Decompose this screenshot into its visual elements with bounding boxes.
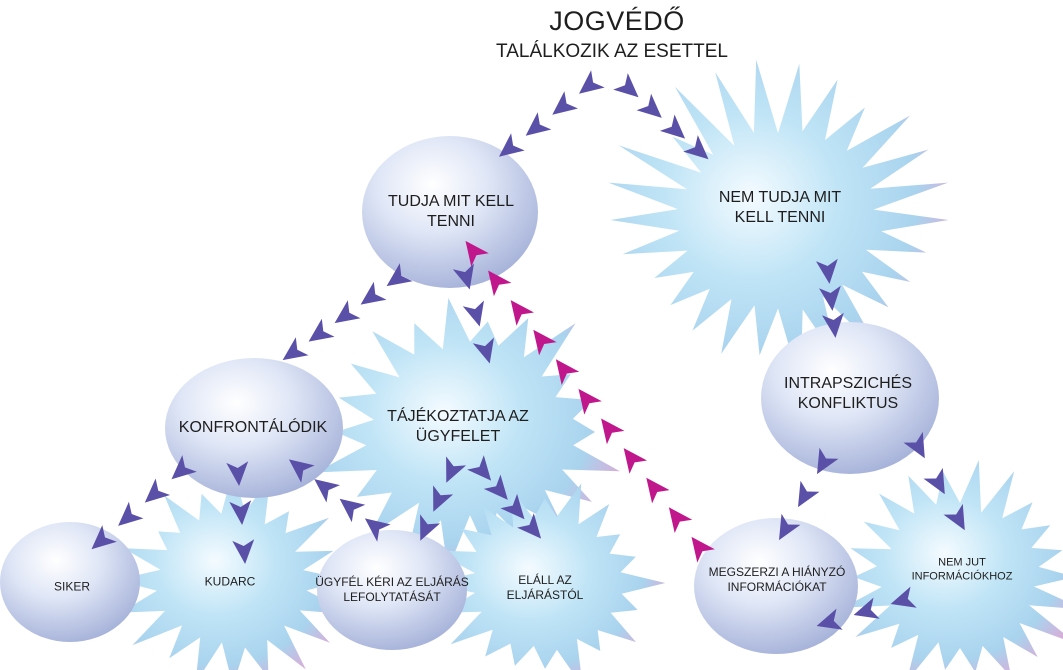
- arrow-title-to-tudja-chevron-3: [499, 133, 525, 157]
- arrow-megszerzi-to-tudja-chevron-6: [555, 359, 580, 385]
- arrow-title-to-nemtudja-chevron-3: [683, 135, 709, 160]
- arrow-tajekoztatja-to-elall-chevron-0: [467, 455, 492, 481]
- arrow-intrapszichés-to-megszerzi-chevron-1: [798, 480, 820, 508]
- arrow-konfrontalodik-to-siker-chevron-1: [144, 478, 171, 503]
- arrow-tudja-to-tajekoztatja-chevron-0: [452, 263, 474, 290]
- arrow-ugyfel-keri-to-konfrontalodik-chevron-0: [364, 518, 391, 542]
- arrow-megszerzi-to-tudja-chevron-8: [510, 300, 534, 326]
- arrow-nemtudja-to-intrapszichés-chevron-2: [822, 312, 844, 338]
- arrow-title-to-nemtudja-chevron-1: [636, 93, 662, 118]
- arrow-megszerzi-to-tudja-chevron-7: [533, 329, 557, 356]
- arrow-ugyfel-keri-to-konfrontalodik-chevron-1: [339, 498, 366, 523]
- arrow-title-to-nemtudja-chevron-0: [613, 73, 639, 98]
- arrow-konfrontalodik-to-siker-chevron-3: [91, 525, 117, 550]
- arrow-tudja-to-konfrontalodik-chevron-3: [308, 318, 335, 342]
- arrow-tajekoztatja-to-elall-chevron-2: [500, 493, 525, 520]
- arrow-intrapszichés-to-nem-jut-chevron-0: [903, 431, 925, 459]
- arrow-nemtudja-to-intrapszichés-chevron-0: [816, 258, 838, 284]
- arrow-nemtudja-to-intrapszichés-chevron-1: [819, 285, 841, 311]
- arrow-konfrontalodik-to-siker-chevron-2: [118, 501, 144, 526]
- arrow-konfrontalodik-to-kudarc-chevron-1: [229, 500, 252, 525]
- arrow-tajekoztatja-to-ugyfel-keri-chevron-2: [420, 514, 441, 541]
- node-tudja-shape: [362, 136, 538, 288]
- arrow-tajekoztatja-to-elall-chevron-3: [517, 513, 542, 539]
- arrow-tudja-to-tajekoztatja-chevron-1: [462, 300, 484, 327]
- node-megszerzi-shape: [694, 518, 858, 654]
- arrow-tajekoztatja-to-ugyfel-keri-chevron-0: [446, 456, 467, 483]
- arrow-megszerzi-to-tudja-chevron-9: [488, 270, 512, 297]
- node-siker-shape: [0, 522, 140, 642]
- arrow-intrapszichés-to-nem-jut-chevron-1: [923, 467, 945, 495]
- arrow-megszerzi-to-tudja-chevron-1: [668, 507, 693, 533]
- arrow-konfrontalodik-to-siker-chevron-0: [171, 455, 197, 480]
- arrow-intrapszichés-to-megszerzi-chevron-0: [817, 447, 839, 475]
- arrow-title-to-tudja-chevron-2: [525, 112, 552, 136]
- arrow-title-to-tudja-chevron-0: [579, 70, 605, 94]
- arrow-title-to-nemtudja-chevron-2: [659, 114, 686, 139]
- arrow-ugyfel-keri-to-konfrontalodik-chevron-2: [314, 479, 340, 503]
- node-elall-shape: [430, 483, 666, 670]
- node-intrapszichés-shape: [761, 322, 939, 474]
- arrow-megszerzi-to-tudja-chevron-0: [691, 536, 715, 563]
- arrow-intrapszichés-to-megszerzi-chevron-2: [779, 513, 801, 541]
- arrow-intrapszichés-to-nem-jut-chevron-2: [943, 503, 965, 531]
- arrow-megszerzi-to-tudja-chevron-10: [465, 240, 489, 267]
- arrow-tudja-to-konfrontalodik-chevron-1: [360, 281, 387, 305]
- arrow-title-to-tudja-chevron-1: [552, 91, 578, 115]
- arrow-konfrontalodik-to-kudarc-chevron-0: [226, 461, 249, 486]
- arrow-nem-jut-to-megszerzi-chevron-1: [853, 597, 880, 619]
- arrow-tajekoztatja-to-ugyfel-keri-chevron-1: [433, 485, 454, 512]
- arrow-konfrontalodik-to-kudarc-chevron-2: [232, 539, 255, 564]
- arrow-nem-jut-to-megszerzi-chevron-2: [816, 608, 843, 630]
- node-ugyfel-keri-shape: [317, 530, 467, 650]
- arrow-megszerzi-to-tudja-chevron-3: [623, 448, 647, 474]
- arrow-tudja-to-tajekoztatja-chevron-2: [472, 337, 494, 364]
- arrow-tudja-to-konfrontalodik-chevron-2: [334, 300, 361, 324]
- node-nemtudja-shape: [608, 59, 949, 385]
- node-konfrontalodik-shape: [165, 358, 343, 498]
- arrow-nem-jut-to-megszerzi-chevron-0: [890, 586, 917, 608]
- arrow-tudja-to-konfrontalodik-chevron-0: [386, 263, 413, 287]
- arrow-megszerzi-to-tudja-chevron-2: [646, 477, 670, 504]
- arrow-tajekoztatja-to-elall-chevron-1: [483, 474, 508, 500]
- arrow-ugyfel-keri-to-konfrontalodik-chevron-3: [288, 459, 315, 483]
- arrow-megszerzi-to-tudja-chevron-4: [601, 418, 625, 445]
- node-nem-jut-shape: [843, 460, 1063, 670]
- arrow-tudja-to-konfrontalodik-chevron-4: [282, 337, 309, 361]
- node-kudarc-shape: [116, 470, 352, 670]
- arrow-megszerzi-to-tudja-chevron-5: [578, 388, 602, 415]
